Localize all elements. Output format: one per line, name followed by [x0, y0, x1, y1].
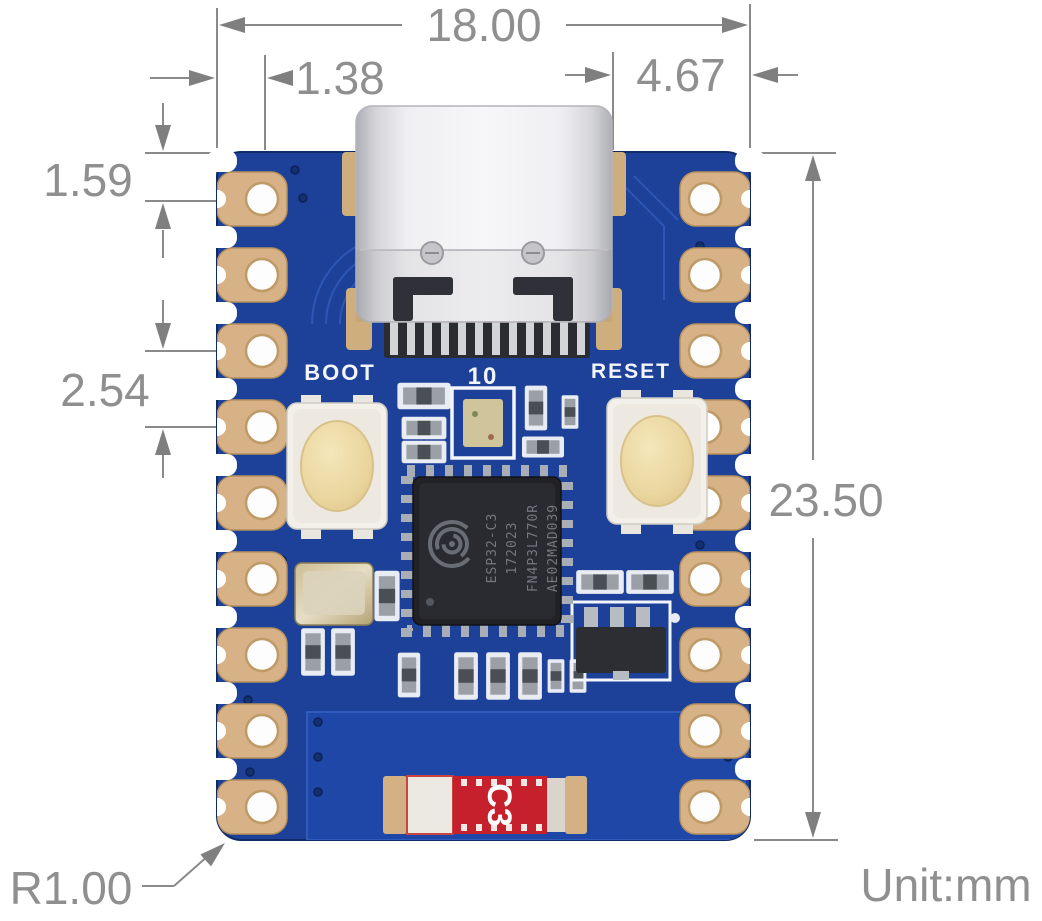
board-width-label: 18.00 — [426, 0, 541, 51]
boot-label: BOOT — [304, 360, 376, 385]
chip-pin1-marker — [426, 598, 434, 606]
first-pin-offset-label: 1.59 — [43, 154, 133, 206]
chip-marking-line1: ESP32-C3 — [485, 513, 500, 584]
esp32-chip: ESP32-C3 172023 FN4P3L770R AE02MAD039 — [401, 465, 573, 637]
chip-marking-line2: 172023 — [505, 522, 520, 575]
led-gpio-label: 10 — [468, 363, 499, 390]
usb-shell — [355, 105, 613, 323]
corner-radius-label: R1.00 — [10, 862, 133, 914]
chip-marking-line3: FN4P3L770R — [526, 504, 541, 592]
espressif-logo — [428, 520, 476, 568]
dimension-labels: 18.00 1.38 4.67 1.59 2.54 23.50 R1.00 Un… — [10, 0, 1032, 914]
silkscreen-dot — [670, 613, 680, 623]
pcb-board: ESP32-C3 172023 FN4P3L770R AE02MAD039 — [207, 150, 765, 841]
rgb-led — [450, 386, 516, 460]
usb-right-offset-label: 4.67 — [636, 49, 726, 101]
antenna-marking: C3 — [480, 783, 518, 826]
reset-label: RESET — [591, 360, 671, 383]
usb-c-connector — [355, 105, 613, 358]
voltage-regulator — [570, 600, 680, 682]
reset-button — [606, 390, 708, 534]
chip-marking-line4: AE02MAD039 — [546, 504, 561, 592]
ceramic-antenna: C3 — [383, 775, 587, 835]
boot-button — [286, 395, 388, 539]
castellated-pins-left — [217, 170, 289, 836]
usb-latches — [393, 277, 573, 321]
board-height-label: 23.50 — [768, 474, 883, 526]
pin-pitch-label: 2.54 — [60, 364, 150, 416]
boot-button-cap — [300, 420, 374, 512]
reset-button-cap — [620, 415, 694, 507]
chip-pins — [401, 465, 573, 637]
usb-screws — [420, 241, 545, 265]
crystal-oscillator — [294, 562, 374, 626]
usb-pin-comb — [384, 318, 590, 358]
logo-center-dot — [449, 541, 455, 547]
unit-note-label: Unit:mm — [860, 859, 1031, 911]
pin-column-offset-label: 1.38 — [295, 52, 385, 104]
antenna-meander — [461, 779, 542, 831]
